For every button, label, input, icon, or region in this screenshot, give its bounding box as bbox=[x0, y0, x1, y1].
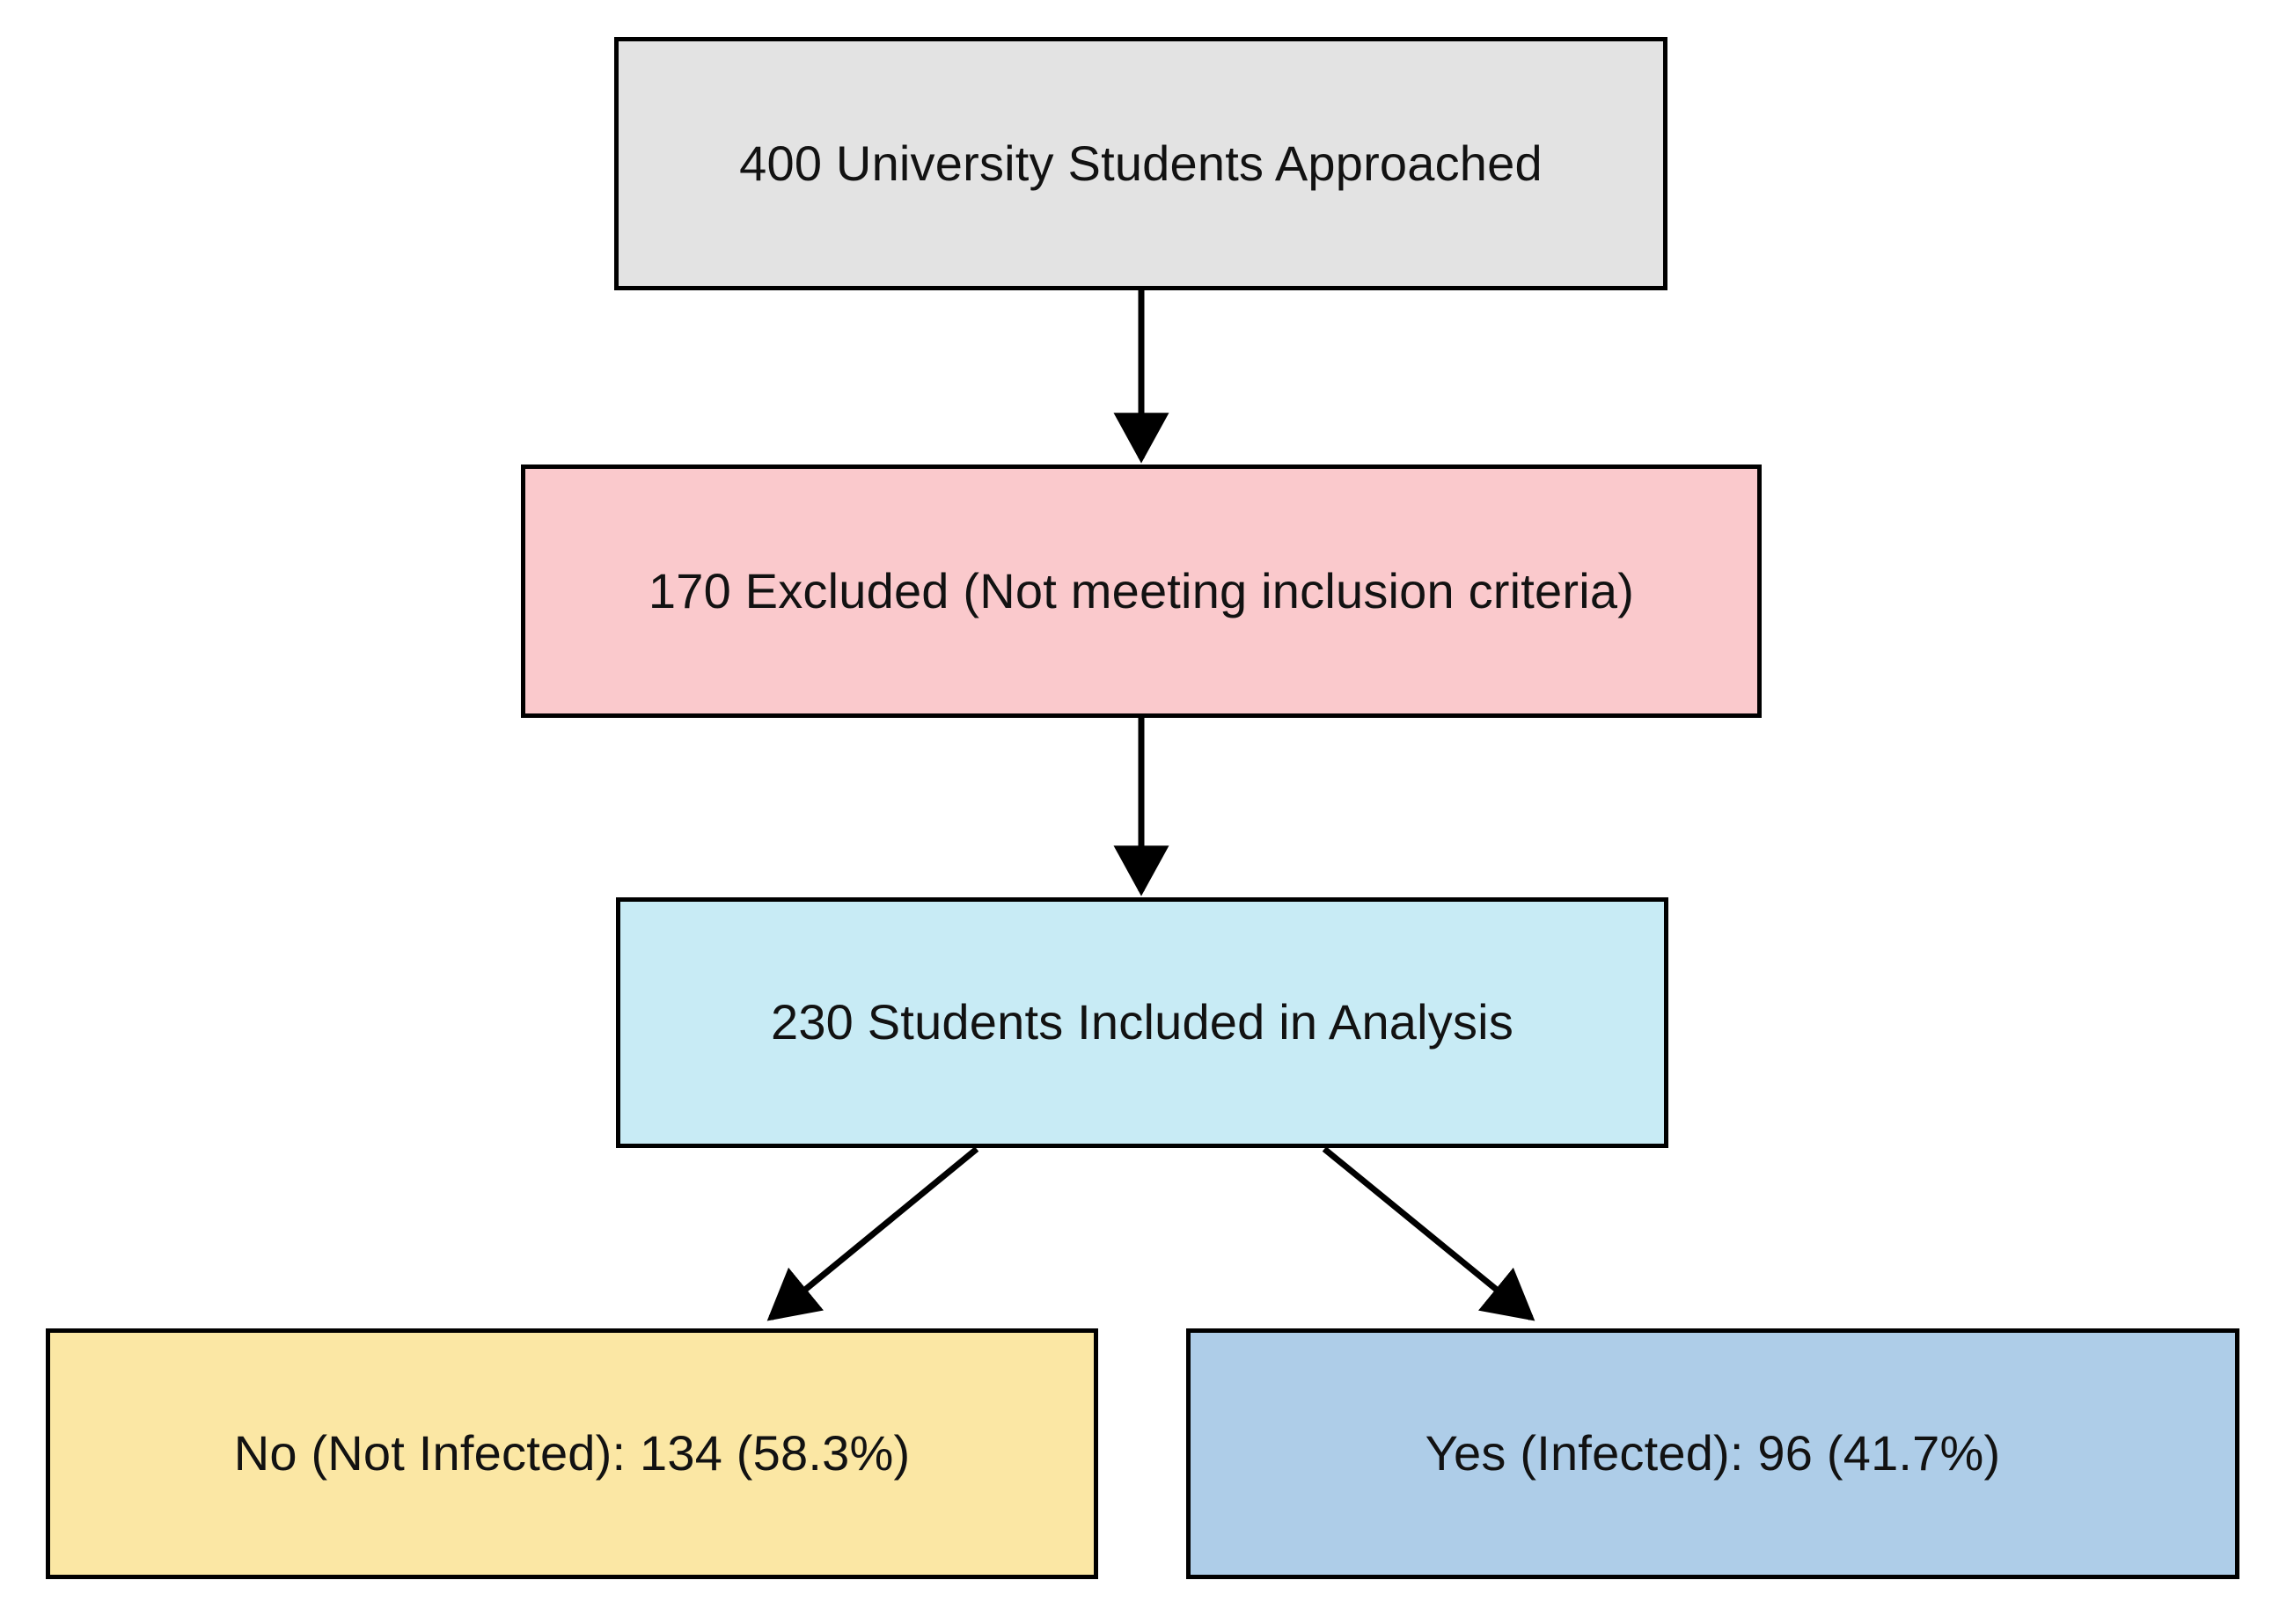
node-infected[interactable]: Yes (Infected): 96 (41.7%) bbox=[1186, 1328, 2239, 1579]
node-students-approached[interactable]: 400 University Students Approached bbox=[614, 37, 1667, 290]
edge-included-to-infected bbox=[1322, 1146, 1535, 1321]
node-label-infected: Yes (Infected): 96 (41.7%) bbox=[1425, 1425, 2001, 1481]
node-excluded[interactable]: 170 Excluded (Not meeting inclusion crit… bbox=[521, 465, 1762, 718]
node-not-infected[interactable]: No (Not Infected): 134 (58.3%) bbox=[46, 1328, 1098, 1579]
node-students-included[interactable]: 230 Students Included in Analysis bbox=[616, 897, 1668, 1148]
node-label-students-approached: 400 University Students Approached bbox=[739, 135, 1543, 191]
node-label-excluded: 170 Excluded (Not meeting inclusion crit… bbox=[648, 562, 1635, 618]
edge-included-to-not-infected bbox=[766, 1146, 979, 1321]
node-label-not-infected: No (Not Infected): 134 (58.3%) bbox=[233, 1425, 911, 1481]
node-label-students-included: 230 Students Included in Analysis bbox=[770, 994, 1514, 1050]
